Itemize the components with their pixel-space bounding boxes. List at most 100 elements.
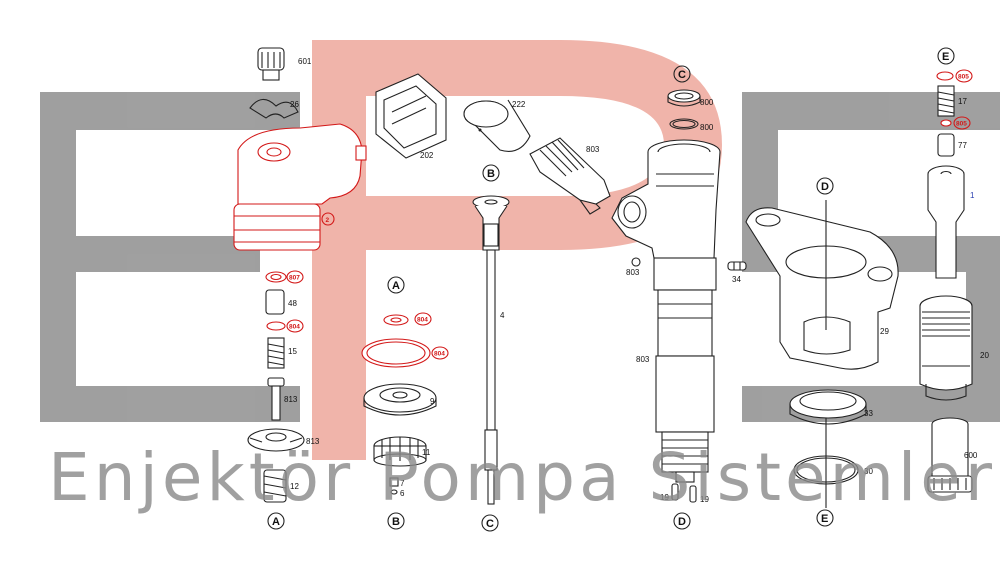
part-17-spring[interactable] [937,85,955,117]
part-7-pin[interactable] [389,477,399,487]
label-202: 202 [420,151,434,160]
part-19-pin-a[interactable] [671,483,679,501]
marker-d-bottom [673,512,691,530]
marker-e-bottom [816,509,834,527]
label-30: 30 [864,467,873,476]
marker-e-top [937,47,955,65]
column-d-parts: D 29 33 30 E [745,177,899,527]
label-77: 77 [958,141,967,150]
part-800-oring-b[interactable] [669,118,699,130]
label-29: 29 [880,327,889,336]
part-805-washer-a[interactable] [936,71,954,81]
watermark-logo [40,40,1000,460]
part-29-clamp[interactable] [745,200,899,370]
label-19-b: 19 [700,495,709,504]
part-805-washer-b[interactable] [940,119,952,127]
logo-s-top [742,92,1000,130]
label-800-a: 800 [700,98,714,107]
label-26: 26 [290,100,299,109]
label-1: 1 [970,191,975,200]
part-202-connector[interactable] [375,73,447,159]
column-a-parts: 601 26 2 807 48 804 [233,47,367,530]
part-34-pin[interactable] [727,261,747,271]
part-77-spacer[interactable] [937,133,955,157]
label-7: 7 [400,479,405,488]
part-12-spring[interactable] [263,469,287,503]
part-15-spring[interactable] [267,337,285,369]
marker-b-top [482,164,500,182]
part-11-nut[interactable] [373,436,427,467]
label-6: 6 [400,489,405,498]
label-11: 11 [422,448,431,457]
svg-text:E: E [942,51,949,63]
label-805-b: 805 [956,121,967,128]
svg-text:A: A [272,516,280,528]
part-48-sleeve[interactable] [265,289,285,315]
part-813-armature-pin[interactable] [267,377,285,421]
label-2: 2 [326,217,330,224]
label-804-c: 804 [434,351,445,358]
svg-text:D: D [821,181,829,193]
part-222-cap[interactable] [463,99,531,152]
label-805-a: 805 [958,74,969,81]
label-807: 807 [289,275,300,282]
marker-d-top [816,177,834,195]
svg-text:C: C [678,69,686,81]
label-803-c: 803 [636,355,650,364]
part-injector-body[interactable] [611,139,721,483]
label-222: 222 [512,100,526,109]
svg-text:E: E [821,513,828,525]
marker-a-top [387,276,405,294]
marker-c-bottom [481,514,499,532]
svg-text:D: D [678,516,686,528]
label-4: 4 [500,311,505,320]
label-19-a: 19 [660,493,669,502]
part-803-fitting[interactable] [529,137,611,215]
label-9: 9 [430,397,435,406]
svg-text:A: A [392,280,400,292]
part-804-washer-a[interactable] [266,321,286,331]
part-4-valve-rod[interactable] [472,195,510,505]
label-800-b: 800 [700,123,714,132]
column-a2-parts: A 804 804 9 11 7 6 B [361,276,449,530]
logo-p [312,40,722,460]
marker-b-bottom [387,512,405,530]
label-48: 48 [288,299,297,308]
label-33: 33 [864,409,873,418]
label-804-a: 804 [289,324,300,331]
label-17: 17 [958,97,967,106]
marker-a-bottom [267,512,285,530]
part-6-ball[interactable] [390,489,398,495]
part-19-pin-b[interactable] [689,485,697,503]
part-33-seal[interactable] [789,389,867,425]
label-20: 20 [980,351,989,360]
part-1-nozzle[interactable] [927,165,965,279]
part-813-disk[interactable] [247,428,305,452]
label-601: 601 [298,57,312,66]
label-15: 15 [288,347,297,356]
label-12: 12 [290,482,299,491]
svg-text:C: C [486,518,494,530]
part-9-valve-plate[interactable] [363,383,437,416]
logo-e-mid [40,236,260,272]
svg-text:B: B [392,516,400,528]
label-600: 600 [964,451,978,460]
column-e-parts: E 805 17 805 77 1 20 [919,47,989,493]
label-813-b: 813 [306,437,320,446]
svg-text:B: B [487,168,495,180]
watermark-text: Enjektör Pompa Sistemleri [48,439,1000,516]
logo-e-bottom [40,386,300,422]
column-c-parts: C 800 800 80 [611,65,747,530]
label-804-b: 804 [417,317,428,324]
label-813-a: 813 [284,395,298,404]
logo-e-top [40,92,300,130]
part-20-nut[interactable] [919,295,973,401]
part-2-solenoid[interactable] [233,123,367,251]
logo-s-bottom [742,386,1000,422]
part-800-ring-a[interactable] [667,89,701,107]
column-b-parts: 222 803 B 4 C [463,99,611,532]
part-600-cap[interactable] [927,417,973,493]
part-26-clip[interactable] [249,98,299,119]
